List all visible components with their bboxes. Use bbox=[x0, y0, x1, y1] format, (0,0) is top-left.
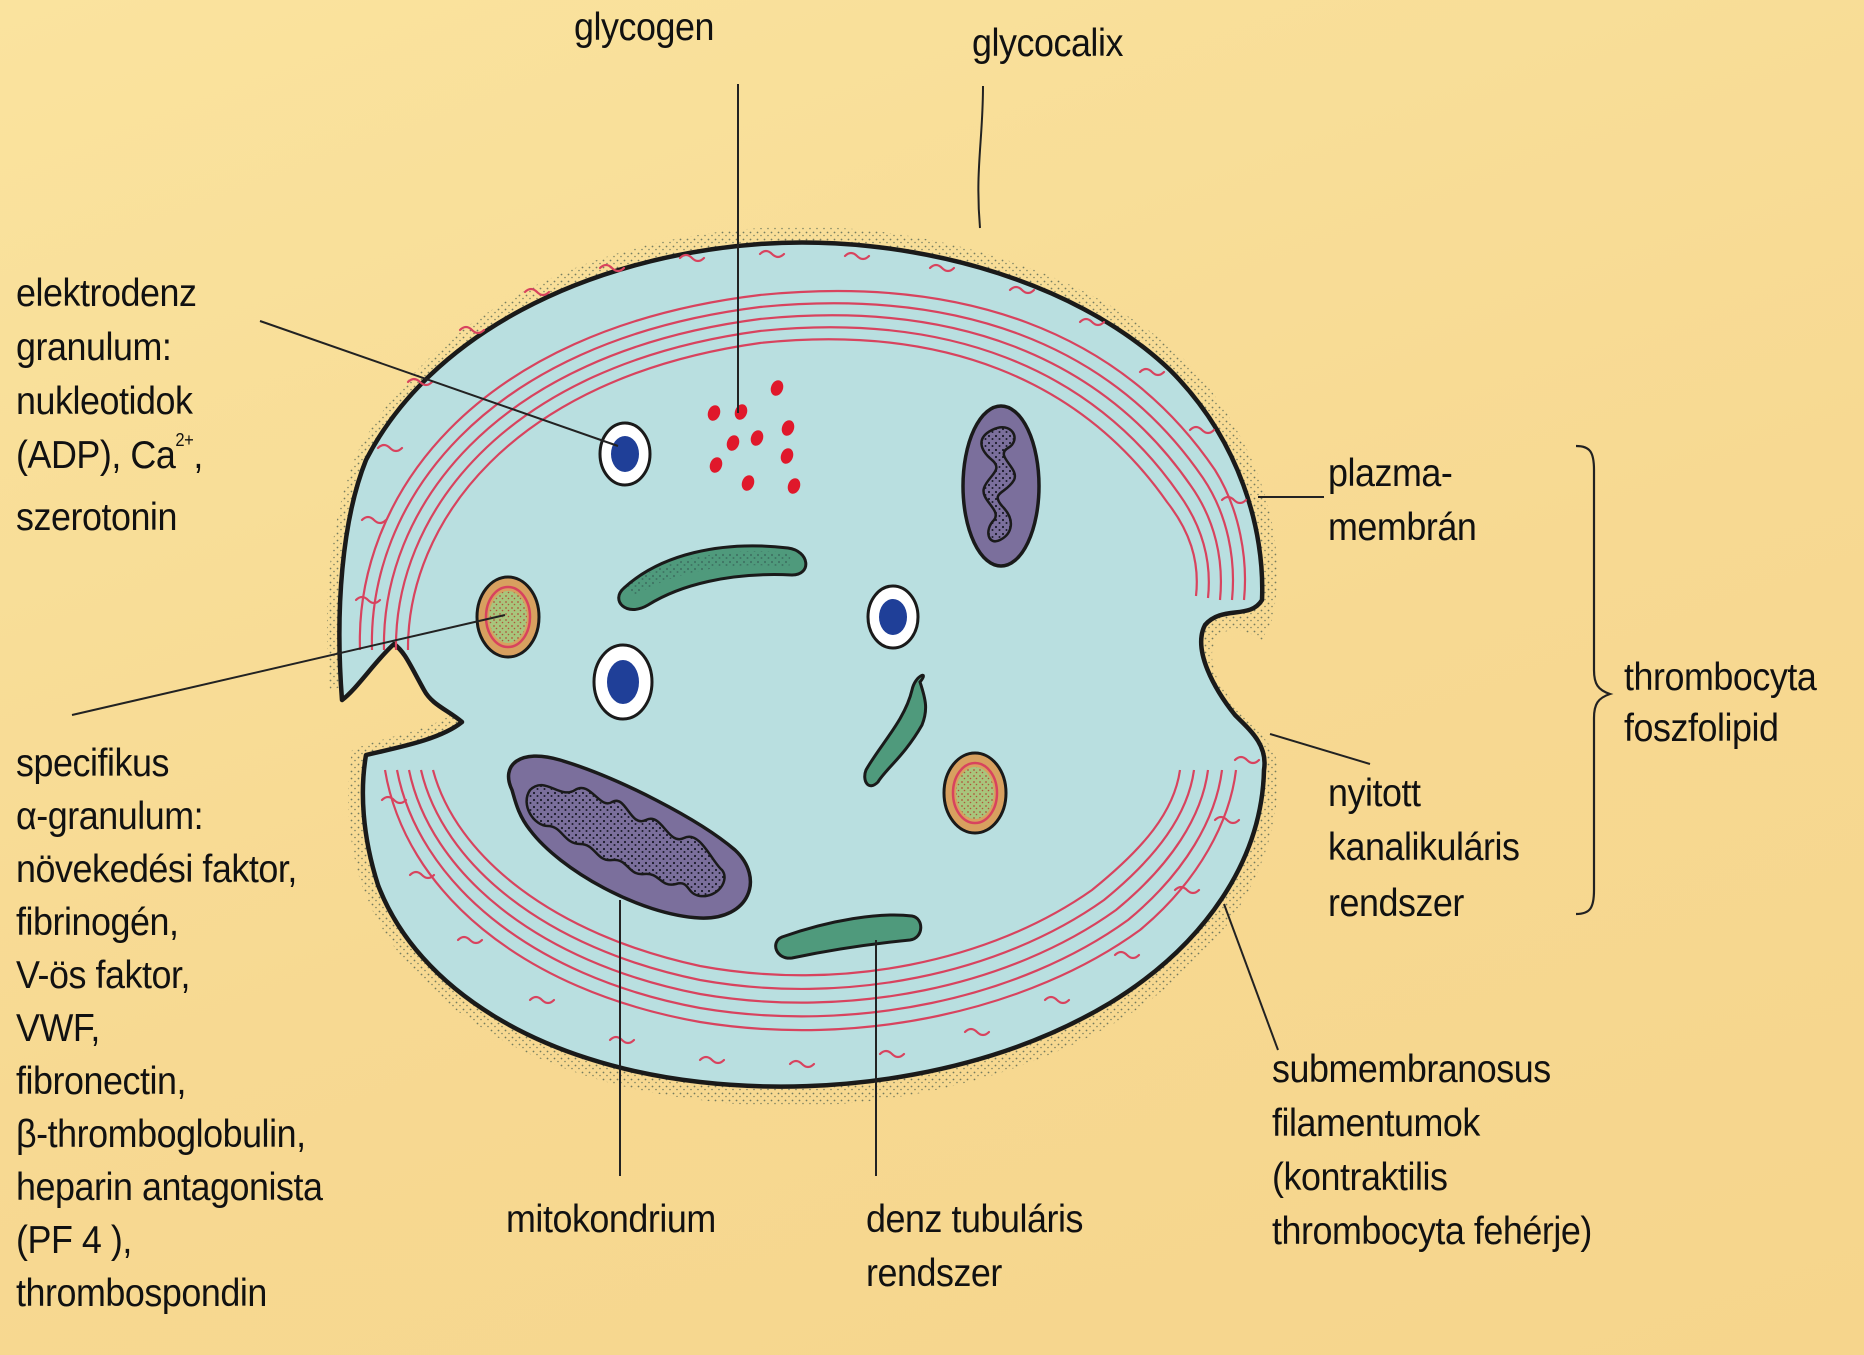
label-elektrodenz-line1: elektrodenz bbox=[16, 268, 196, 319]
label-submembranosus-line1: submembranosus bbox=[1272, 1044, 1551, 1095]
bracket bbox=[1576, 446, 1610, 914]
alpha-granule-1 bbox=[477, 577, 539, 657]
label-specifikus-line: (PF 4 ), bbox=[16, 1215, 132, 1266]
label-submembranosus-line3: (kontraktilis bbox=[1272, 1152, 1447, 1203]
platelet-cell bbox=[339, 243, 1264, 1087]
label-glycogen: glycogen bbox=[574, 2, 714, 53]
label-thrombocyta-foszfolipid-line1: thrombocyta bbox=[1624, 652, 1816, 703]
label-specifikus-line: heparin antagonista bbox=[16, 1162, 322, 1213]
leader-glycocalix bbox=[978, 86, 983, 228]
label-elektrodenz-line2: granulum: bbox=[16, 322, 171, 373]
label-elektrodenz-line3: nukleotidok bbox=[16, 376, 192, 427]
label-specifikus-line: α-granulum: bbox=[16, 791, 203, 842]
label-denz-tubularis-line2: rendszer bbox=[866, 1248, 1002, 1299]
label-specifikus-line: növekedési faktor, bbox=[16, 844, 297, 895]
label-specifikus-line: VWF, bbox=[16, 1003, 100, 1054]
label-elektrodenz-line5: szerotonin bbox=[16, 492, 177, 543]
alpha-granule-2 bbox=[944, 753, 1006, 833]
label-specifikus-line: fibronectin, bbox=[16, 1056, 186, 1107]
label-specifikus-line: V-ös faktor, bbox=[16, 950, 190, 1001]
label-submembranosus-line2: filamentumok bbox=[1272, 1098, 1480, 1149]
label-elektrodenz-line4: (ADP), Ca2+, bbox=[16, 430, 203, 481]
label-submembranosus-line4: thrombocyta fehérje) bbox=[1272, 1206, 1592, 1257]
dense-granule-1 bbox=[600, 423, 650, 485]
label-specifikus-line: fibrinogén, bbox=[16, 897, 179, 948]
label-elektrodenz-comma: , bbox=[193, 434, 203, 477]
leader-open-canalicular bbox=[1270, 734, 1370, 764]
label-thrombocyta-foszfolipid-line2: foszfolipid bbox=[1624, 703, 1779, 754]
label-elektrodenz-charge: 2+ bbox=[175, 430, 193, 450]
mitochondrion-small bbox=[963, 406, 1039, 566]
label-elektrodenz-ca: (ADP), Ca bbox=[16, 434, 175, 477]
label-glycocalix: glycocalix bbox=[972, 18, 1123, 69]
label-denz-tubularis-line1: denz tubuláris bbox=[866, 1194, 1083, 1245]
dense-granule-3 bbox=[594, 645, 652, 719]
label-specifikus-line: specifikus bbox=[16, 738, 169, 789]
label-specifikus-line: β-thromboglobulin, bbox=[16, 1109, 306, 1160]
label-mitokondrium: mitokondrium bbox=[506, 1194, 716, 1245]
label-plazmamembran-line1: plazma- bbox=[1328, 448, 1452, 499]
dense-granule-2 bbox=[868, 586, 918, 648]
label-nyitott-line3: rendszer bbox=[1328, 878, 1464, 929]
label-nyitott-line2: kanalikuláris bbox=[1328, 822, 1519, 873]
label-nyitott-line1: nyitott bbox=[1328, 768, 1421, 819]
label-specifikus-line: thrombospondin bbox=[16, 1268, 267, 1319]
leader-submembranous bbox=[1224, 904, 1278, 1050]
label-plazmamembran-line2: membrán bbox=[1328, 502, 1476, 553]
